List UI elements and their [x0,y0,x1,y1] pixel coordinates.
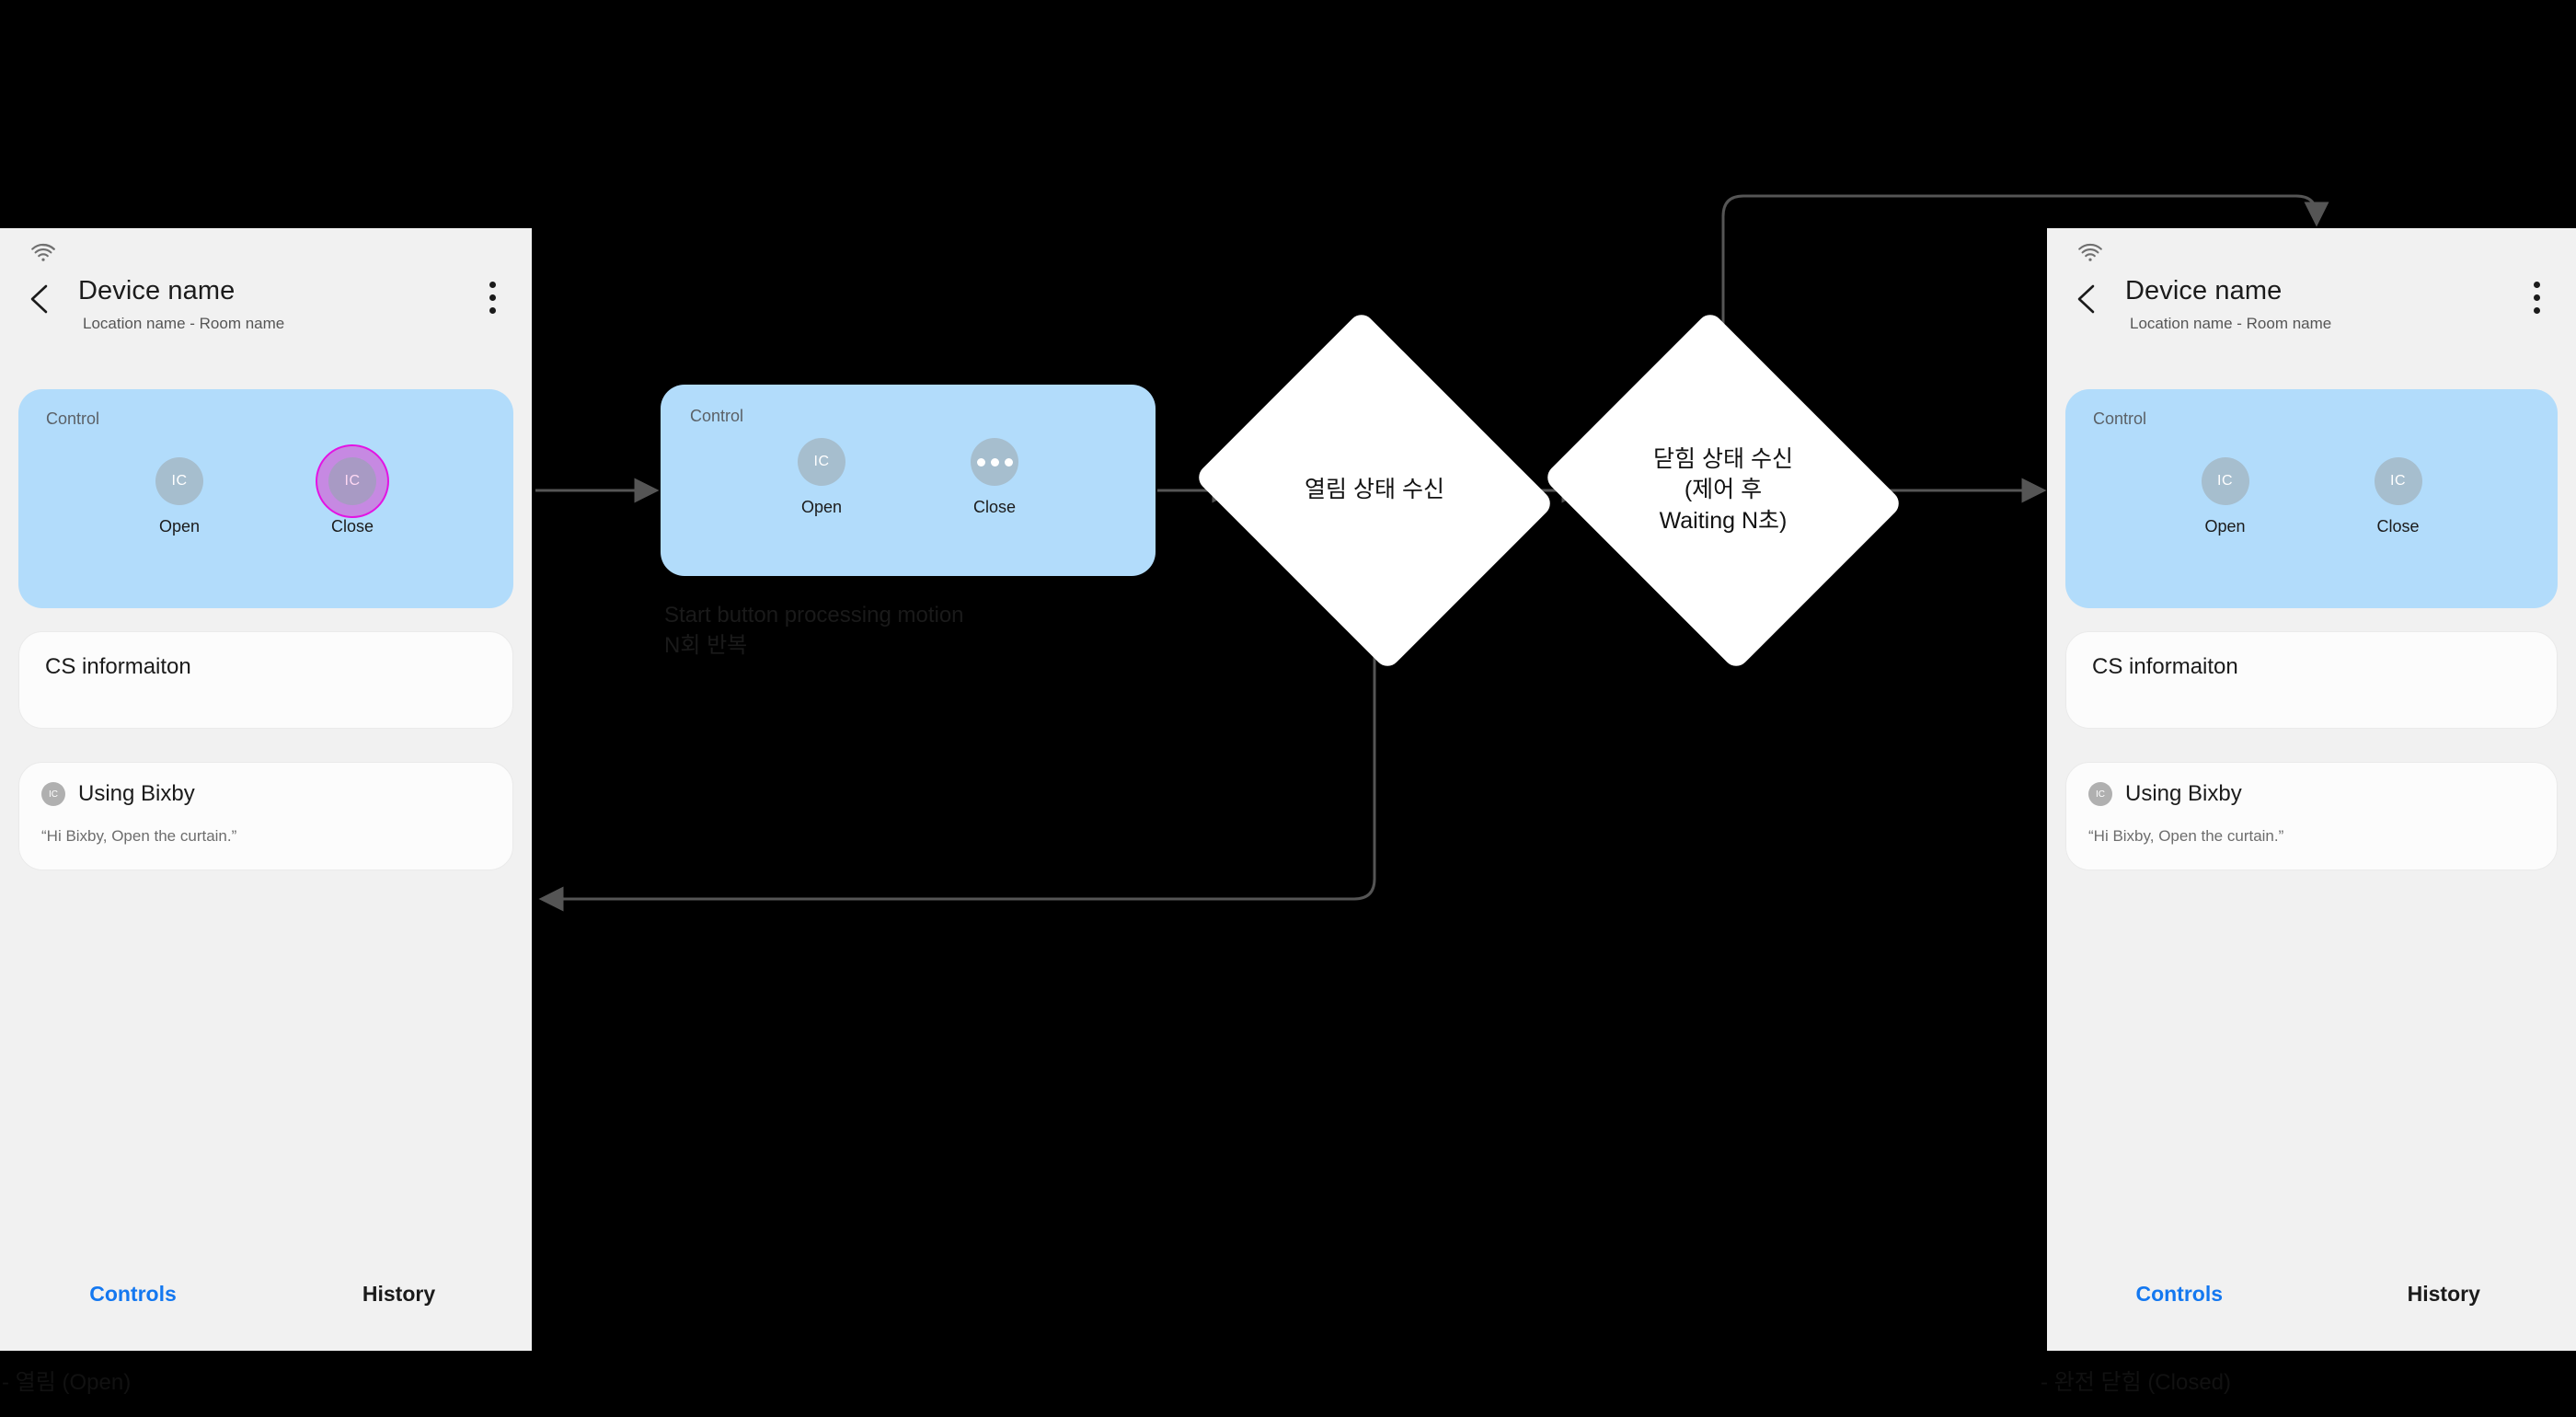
flow-close-button-label: Close [972,498,1017,516]
decision-label: 열림 상태 수신 [1305,477,1444,503]
bixby-card-quote: “Hi Bixby, Open the curtain.” [2088,827,2284,845]
loading-dots-icon [971,438,1018,486]
bixby-card-header: IC Using Bixby [41,781,195,807]
page-subtitle: Location name - Room name [83,315,285,332]
processing-control-card: Control IC Open Close [661,385,1156,576]
page-title: Device name [2125,276,2283,305]
close-icon: IC [2374,457,2422,505]
phone-mockup-right: Device name Location name - Room name Co… [2047,228,2576,1351]
open-icon: IC [798,438,845,486]
close-icon-text: IC [344,473,361,489]
close-icon: IC [328,457,376,505]
flow-card-label: Control [690,407,744,425]
open-icon-text: IC [171,473,188,489]
close-icon-text: IC [2390,473,2406,489]
app-bar-left: Device name Location name - Room name [0,271,532,361]
flow-close-button[interactable]: Close [949,438,1041,517]
flow-open-button-label: Open [800,498,843,516]
bixby-avatar-icon: IC [41,782,65,806]
bixby-avatar-text: IC [49,789,58,800]
close-button-label: Close [2376,517,2420,536]
overflow-menu-icon[interactable] [489,282,497,315]
using-bixby-card[interactable]: IC Using Bixby “Hi Bixby, Open the curta… [2065,762,2558,870]
open-button-label: Open [158,517,201,536]
tab-controls[interactable]: Controls [2135,1282,2224,1306]
bixby-card-header: IC Using Bixby [2088,781,2242,807]
bixby-card-title: Using Bixby [78,781,195,806]
bottom-tab-bar: Controls History [2047,1282,2576,1307]
open-icon: IC [155,457,203,505]
bottom-tab-bar: Controls History [0,1282,532,1307]
cs-information-title: CS informaiton [45,654,191,679]
control-card-label: Control [2093,409,2147,428]
cs-information-card[interactable]: CS informaiton [18,631,513,729]
bixby-card-title: Using Bixby [2125,781,2242,806]
cs-information-card[interactable]: CS informaiton [2065,631,2558,729]
annotation-open: - 열림 (Open) [2,1370,132,1395]
decision-label: 닫힘 상태 수신 (제어 후 Waiting N초) [1653,445,1793,534]
flow-control-button-row: IC Open Close [661,438,1156,517]
close-button-label: Close [330,517,374,536]
control-card-label: Control [46,409,100,428]
decision-open-state-received: 열림 상태 수신 [1193,309,1556,672]
back-chevron-icon[interactable] [2073,283,2102,315]
status-bar-left [0,228,532,271]
annotation-closed: - 완전 닫힘 (Closed) [2041,1370,2232,1395]
flow-open-button[interactable]: IC Open [776,438,868,517]
cs-information-title: CS informaiton [2092,654,2238,679]
wifi-icon [2078,243,2102,261]
phone-mockup-left: Device name Location name - Room name Co… [0,228,532,1351]
status-bar-right [2047,228,2576,271]
open-button[interactable]: IC Open [2179,457,2271,536]
flow-card-caption: Start button processing motion N회 반복 [664,603,964,659]
page-subtitle: Location name - Room name [2130,315,2332,332]
open-icon: IC [2201,457,2249,505]
control-button-row: IC Open IC Close [2065,457,2558,536]
control-card: Control IC Open IC Close [18,389,513,608]
decision-closed-state-received: 닫힘 상태 수신 (제어 후 Waiting N초) [1542,309,1904,672]
close-button[interactable]: IC Close [2352,457,2444,536]
control-button-row: IC Open IC Close [18,457,513,536]
open-button-label: Open [2204,517,2246,536]
open-button[interactable]: IC Open [133,457,225,536]
bixby-avatar-text: IC [2096,789,2105,800]
using-bixby-card[interactable]: IC Using Bixby “Hi Bixby, Open the curta… [18,762,513,870]
wifi-icon [31,243,55,261]
flow-open-icon-text: IC [813,454,830,469]
tab-controls[interactable]: Controls [89,1282,177,1306]
page-title: Device name [78,276,236,305]
bixby-avatar-icon: IC [2088,782,2112,806]
back-chevron-icon[interactable] [26,283,55,315]
control-card: Control IC Open IC Close [2065,389,2558,608]
overflow-menu-icon[interactable] [2534,282,2541,315]
loading-dots-glyph [976,457,1013,467]
tab-history[interactable]: History [2407,1282,2480,1306]
bixby-card-quote: “Hi Bixby, Open the curtain.” [41,827,237,845]
open-icon-text: IC [2217,473,2233,489]
close-button[interactable]: IC Close [306,457,398,536]
app-bar-right: Device name Location name - Room name [2047,271,2576,361]
tab-history[interactable]: History [362,1282,436,1306]
